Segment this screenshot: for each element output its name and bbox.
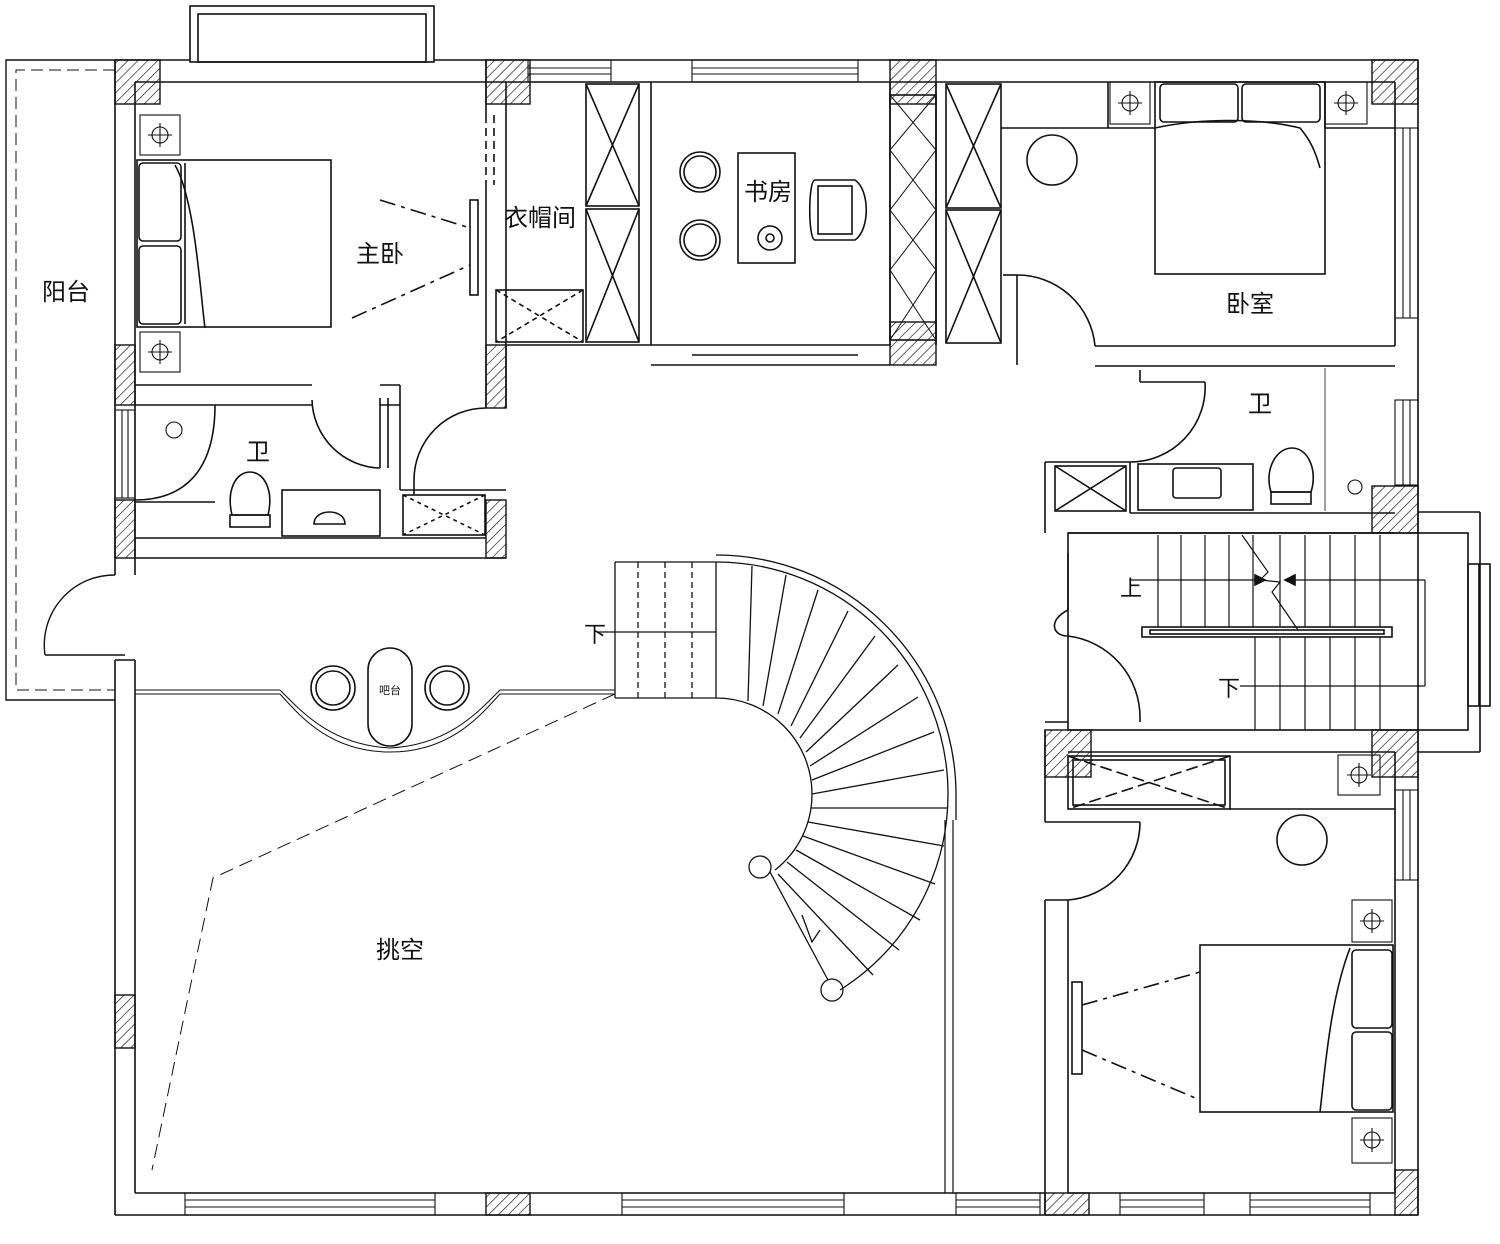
- bath-east-walls: [1044, 368, 1395, 534]
- void-area: [135, 689, 954, 1193]
- spiral-staircase: [598, 554, 957, 1002]
- label-stair-up: 上: [1120, 577, 1142, 602]
- label-master-bedroom: 主卧: [356, 240, 404, 268]
- label-bedroom-ne: 卧室: [1226, 290, 1274, 318]
- label-void: 挑空: [376, 936, 424, 964]
- label-bath-east: 卫: [1248, 390, 1272, 418]
- bedroom-ne-walls: [935, 82, 1395, 367]
- balcony-outline: [5, 59, 125, 701]
- structural-columns: [114, 59, 1419, 1216]
- bedroom-ne-bed: [1154, 81, 1326, 275]
- closet-walls: [495, 82, 652, 346]
- label-study: 书房: [744, 178, 792, 206]
- master-tv: [351, 199, 479, 319]
- master-bedroom-walls: [135, 60, 507, 469]
- label-balcony: 阳台: [42, 278, 90, 306]
- label-spiral-down: 下: [584, 623, 606, 648]
- label-walk-in-closet: 衣帽间: [504, 204, 576, 232]
- bedroom-se-bed: [1199, 944, 1394, 1113]
- ceiling-lamps: [139, 81, 1393, 1164]
- room-labels: 阳台 主卧 衣帽间 书房 卧室 卫 卫 挑空 吧台 下 上 下: [42, 178, 1274, 964]
- label-stair-down: 下: [1218, 677, 1240, 702]
- bedroom-se-walls: [1044, 730, 1396, 1215]
- label-bar: 吧台: [379, 683, 401, 697]
- label-bath-west: 卫: [246, 438, 270, 466]
- straight-staircase: [1045, 511, 1491, 753]
- windows: [114, 59, 1419, 1216]
- master-bed: [136, 159, 332, 329]
- bath-west-walls: [134, 385, 506, 559]
- bar-counter: [310, 647, 470, 747]
